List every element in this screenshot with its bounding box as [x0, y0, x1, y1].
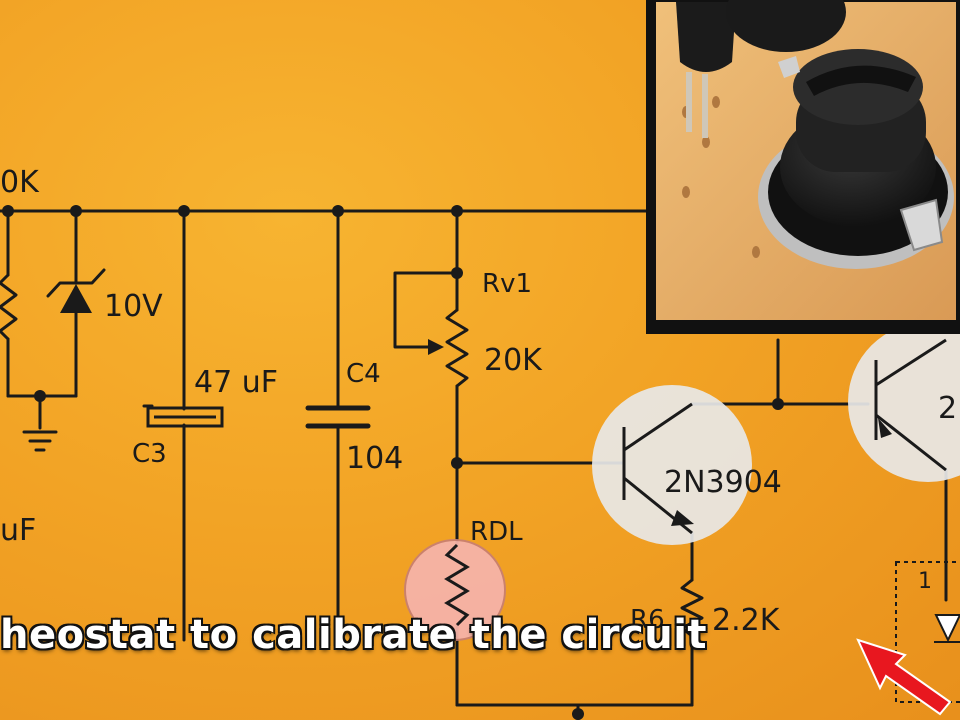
label-c3-value: 47 uF [194, 365, 278, 400]
r6-resistor [680, 578, 704, 638]
pointer-arrow-icon [856, 638, 952, 716]
label-r-top: 0K [0, 165, 40, 200]
label-c4-name: C4 [346, 359, 381, 389]
junction-dot [572, 708, 584, 720]
label-cap-left: uF [0, 513, 36, 548]
junction-dot [772, 398, 784, 410]
rdl-resistor-overlay [444, 543, 470, 627]
q2-collector-leg [875, 338, 947, 387]
potentiometer-photo-icon [656, 0, 956, 320]
label-c3-name: C3 [132, 439, 167, 469]
label-rdl: RDL [470, 517, 523, 547]
left-resistor [0, 273, 18, 341]
potentiometer-photo-inset [646, 0, 960, 334]
q1-halo [592, 385, 752, 545]
rv1-wiper-loop [393, 271, 459, 349]
video-caption: heostat to calibrate the circuit [0, 612, 708, 658]
junction-dot [178, 205, 190, 217]
led-box [895, 561, 960, 703]
junction-dot [451, 205, 463, 217]
label-rv1-value: 20K [484, 343, 543, 378]
rv1-resistor [445, 308, 469, 388]
zener-diode [60, 284, 92, 313]
q2-emitter-leg [875, 413, 947, 472]
q1-collector-leg [623, 402, 693, 452]
label-zener: 10V [104, 289, 163, 324]
junction-dot [34, 390, 46, 402]
led-diode-icon [934, 614, 960, 643]
c3-capacitor-body [146, 406, 224, 428]
junction-dot [332, 205, 344, 217]
label-r6-name: R6 [630, 605, 665, 635]
junction-dot [70, 205, 82, 217]
rdl-halo [404, 539, 506, 641]
junction-dot [451, 457, 463, 469]
junction-dot [451, 267, 463, 279]
rv1-wiper-arrow [428, 339, 444, 355]
label-c4-value: 104 [346, 441, 403, 476]
q2-emitter-arrow [878, 418, 892, 438]
zener-cathode-bar [46, 268, 106, 298]
label-led-pin: 1 [918, 569, 932, 594]
junction-dots [2, 205, 784, 720]
label-rv1-name: Rv1 [482, 269, 532, 299]
label-q1: 2N3904 [664, 465, 782, 500]
label-q2: 2 [938, 391, 957, 426]
q1-emitter-arrow [671, 510, 694, 526]
junction-dot [2, 205, 14, 217]
label-r6-value: 2.2K [712, 603, 781, 638]
